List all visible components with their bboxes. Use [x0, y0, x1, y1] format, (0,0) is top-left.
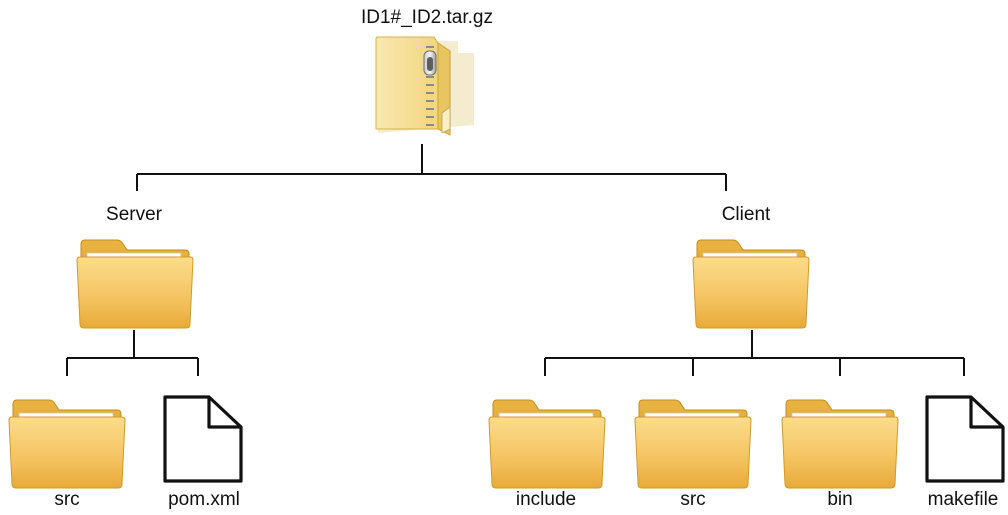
- server-src-folder-icon: [8, 399, 126, 489]
- server-src-label: src: [54, 489, 80, 510]
- makefile-file-icon: [925, 395, 1005, 483]
- bin-folder-icon: [781, 399, 899, 489]
- zip-archive-icon: [375, 36, 474, 136]
- bin-label: bin: [827, 489, 853, 510]
- pom-xml-file-icon: [163, 395, 243, 483]
- include-folder-icon: [488, 399, 606, 489]
- client-label: Client: [721, 204, 771, 225]
- tree-connectors: [66, 144, 965, 376]
- client-folder-icon: [692, 239, 810, 329]
- client-src-label: src: [680, 489, 706, 510]
- archive-label: ID1#_ID2.tar.gz: [360, 7, 494, 28]
- server-folder-icon: [76, 239, 194, 329]
- include-label: include: [515, 489, 577, 510]
- server-label: Server: [106, 204, 162, 225]
- client-src-folder-icon: [634, 399, 752, 489]
- pom-xml-label: pom.xml: [168, 489, 240, 510]
- makefile-label: makefile: [927, 489, 999, 510]
